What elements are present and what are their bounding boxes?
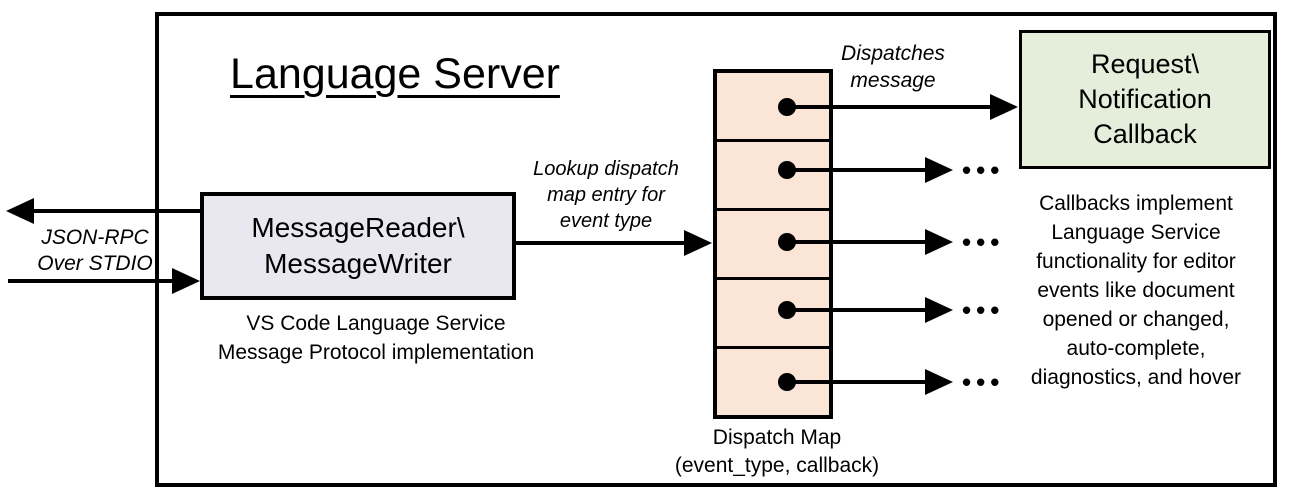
callbacks-note-line5: opened or changed, <box>1042 308 1230 331</box>
dispatch-map-cell-1 <box>717 73 829 142</box>
dispatch-map-caption-line2: (event_type, callback) <box>674 454 880 477</box>
dispatch-map-cell-2 <box>717 142 829 211</box>
lookup-arrow-line <box>516 241 688 245</box>
callbacks-note-line6: auto-complete, <box>1066 337 1206 360</box>
dispatch-arrowhead-2-icon <box>925 157 953 183</box>
callbacks-note-line1: Callbacks implement <box>1039 192 1233 215</box>
jsonrpc-label-line1: JSON-RPC <box>41 226 149 249</box>
dispatch-map-caption-line1: Dispatch Map <box>712 426 842 449</box>
dispatch-arrow-line-1 <box>787 105 993 109</box>
callback-box-line1: Request\ <box>1090 49 1200 79</box>
message-reader-writer-box: MessageReader\ MessageWriter <box>200 192 516 300</box>
stdio-in-arrowhead-icon <box>172 268 200 294</box>
message-box-line2: MessageWriter <box>264 248 452 279</box>
dispatch-arrow-line-4 <box>787 308 929 312</box>
callbacks-note: Callbacks implement Language Service fun… <box>998 189 1274 392</box>
dispatch-arrowhead-3-icon <box>925 229 953 255</box>
message-box-caption-line2: Message Protocol implementation <box>217 341 535 364</box>
more-callbacks-ellipsis-2: ••• <box>962 227 1005 257</box>
jsonrpc-label-line2: Over STDIO <box>37 252 153 275</box>
stdio-in-arrow-line <box>8 279 176 283</box>
diagram-title: Language Server <box>230 50 560 98</box>
message-box-caption-line1: VS Code Language Service <box>246 312 506 335</box>
dispatches-label-line2: message <box>850 69 936 92</box>
callback-box-line3: Callback <box>1093 119 1197 149</box>
dispatch-map-table <box>713 69 833 419</box>
lookup-label-line3: event type <box>559 210 653 232</box>
callbacks-note-line7: diagnostics, and hover <box>1030 366 1242 389</box>
lookup-label-line2: map entry for <box>547 184 665 206</box>
stdio-out-arrowhead-icon <box>6 198 34 224</box>
dispatch-map-cell-4 <box>717 280 829 349</box>
callbacks-note-line2: Language Service <box>1051 221 1221 244</box>
dispatch-arrow-line-3 <box>787 240 929 244</box>
lookup-arrowhead-icon <box>684 230 712 256</box>
dispatch-arrow-line-2 <box>787 168 929 172</box>
dispatch-arrow-line-5 <box>787 380 929 384</box>
jsonrpc-stdio-label: JSON-RPC Over STDIO <box>15 225 175 277</box>
message-box-line1: MessageReader\ <box>251 212 465 243</box>
dispatch-arrowhead-1-icon <box>990 94 1018 120</box>
callback-box-line2: Notification <box>1078 84 1212 114</box>
more-callbacks-ellipsis-4: ••• <box>962 367 1005 397</box>
dispatches-label-line1: Dispatches <box>841 42 945 65</box>
dispatch-arrowhead-5-icon <box>925 369 953 395</box>
more-callbacks-ellipsis-3: ••• <box>962 295 1005 325</box>
lookup-label-line1: Lookup dispatch <box>533 158 679 180</box>
request-notification-callback-box: Request\ Notification Callback <box>1019 30 1271 169</box>
dispatches-message-label: Dispatches message <box>823 40 963 94</box>
dispatch-map-caption: Dispatch Map (event_type, callback) <box>657 424 897 480</box>
callbacks-note-line3: functionality for editor <box>1036 250 1236 273</box>
callbacks-note-line4: events like document <box>1037 279 1235 302</box>
dispatch-arrowhead-4-icon <box>925 297 953 323</box>
lookup-label: Lookup dispatch map entry for event type <box>515 156 697 234</box>
message-box-caption: VS Code Language Service Message Protoco… <box>196 309 556 367</box>
stdio-out-arrow-line <box>20 209 202 213</box>
dispatch-map-cell-3 <box>717 211 829 280</box>
more-callbacks-ellipsis-1: ••• <box>962 155 1005 185</box>
